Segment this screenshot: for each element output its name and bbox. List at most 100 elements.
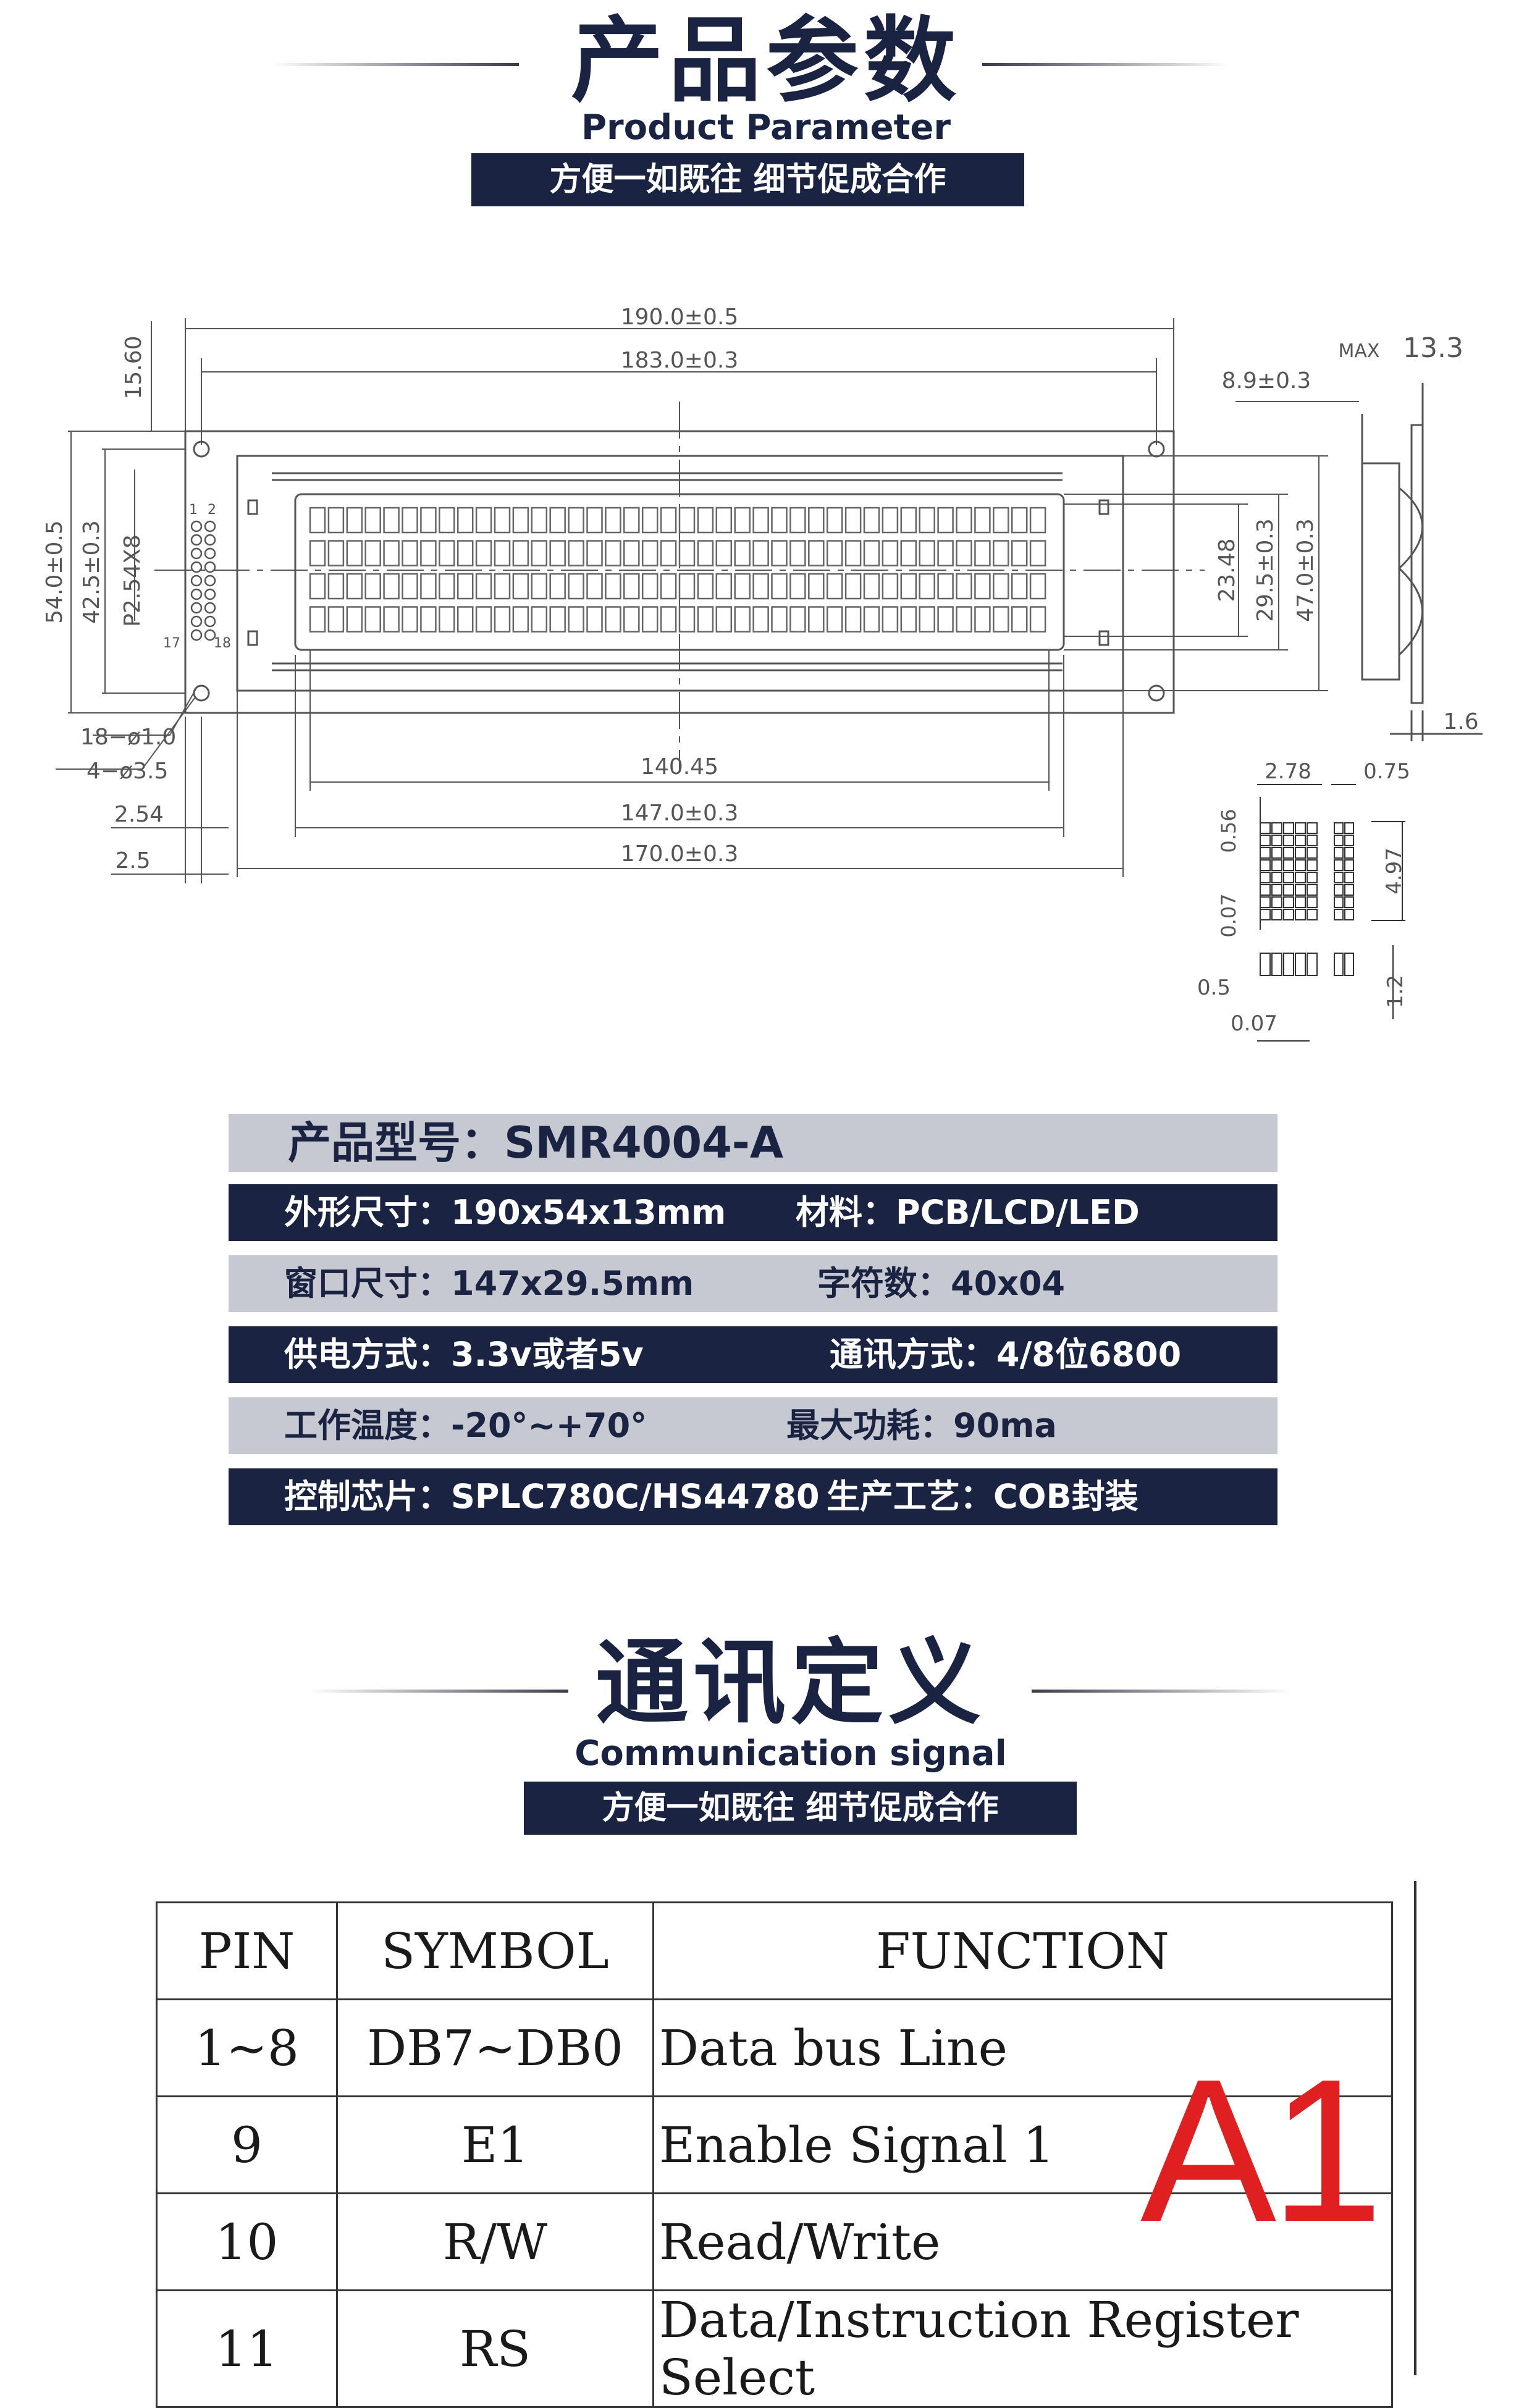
dim-active-height: 23.48: [1214, 538, 1240, 602]
table-header-row: PIN SYMBOL FUNCTION: [156, 1901, 1393, 2000]
character-cell: [420, 507, 437, 534]
dim-char-height: 4.97: [1382, 848, 1407, 895]
character-cell: [882, 507, 899, 534]
dim-max-thickness: 13.3: [1403, 332, 1463, 364]
dot: [1260, 872, 1271, 883]
dot: [1334, 909, 1344, 920]
character-cell: [346, 573, 363, 600]
character-cell: [808, 540, 825, 566]
character-cell: [457, 606, 474, 633]
dot: [1295, 835, 1306, 846]
character-cell: [789, 540, 806, 566]
cursor-dot: [1295, 953, 1306, 976]
pin-hole: [204, 575, 216, 587]
dot: [1283, 822, 1294, 834]
function-cell: Data bus Line: [652, 1998, 1393, 2097]
spec-row-2: 窗口尺寸：147x29.5mm 字符数：40x04: [229, 1255, 1277, 1312]
character-cell: [697, 540, 714, 566]
character-cell: [882, 606, 899, 633]
pin-cell: 1~8: [156, 1998, 338, 2097]
pin-header: [190, 520, 216, 641]
section2-slogan: 方便一如既往 细节促成合作: [524, 1782, 1077, 1835]
character-cell: [402, 606, 418, 633]
pin-definition-table: PIN SYMBOL FUNCTION 1~8 DB7~DB0 Data bus…: [156, 1901, 1393, 2408]
character-cell: [457, 573, 474, 600]
dim-outer-height: 54.0±0.5: [42, 520, 67, 624]
character-cell: [549, 573, 566, 600]
dot: [1271, 859, 1282, 871]
character-cell: [863, 573, 880, 600]
dot: [1295, 847, 1306, 859]
pin-hole: [204, 561, 216, 573]
spec-row-5-left: 控制芯片：SPLC780C/HS44780: [284, 1477, 820, 1516]
character-cell: [882, 540, 899, 566]
character-cell: [364, 573, 381, 600]
character-cell: [844, 540, 862, 566]
character-cell: [993, 540, 1009, 566]
character-cell: [364, 507, 381, 534]
dot: [1334, 835, 1344, 846]
spec-row-4-right: 最大功耗：90ma: [786, 1406, 1057, 1445]
character-cell: [826, 507, 843, 534]
dim-hole-offset: 15.60: [121, 335, 146, 399]
character-cell: [623, 573, 640, 600]
dot: [1295, 896, 1306, 908]
character-detail: [1257, 784, 1405, 1042]
dot: [1260, 822, 1271, 834]
character-cell: [475, 540, 492, 566]
character-cell: [568, 573, 584, 600]
dot: [1344, 872, 1354, 883]
character-cell: [641, 573, 659, 600]
character-cell: [752, 573, 769, 600]
dim-max-label: MAX: [1339, 340, 1380, 362]
character-cell: [383, 540, 400, 566]
pin-hole: [190, 575, 203, 587]
character-cell: [734, 606, 751, 633]
bezel-outline: [236, 455, 1124, 692]
character-cell: [808, 606, 825, 633]
character-cell: [789, 573, 806, 600]
character-cell: [623, 606, 640, 633]
table-row: 9 E1 Enable Signal 1: [156, 2095, 1393, 2194]
character-cell: [678, 540, 696, 566]
character-cell: [402, 573, 418, 600]
character-cell: [364, 606, 381, 633]
character-cell: [974, 507, 991, 534]
dot: [1344, 835, 1354, 846]
character-cell: [715, 606, 733, 633]
character-cell: [402, 507, 418, 534]
dim-side-depth: 8.9±0.3: [1222, 368, 1311, 394]
character-cell: [678, 573, 696, 600]
pin-hole: [190, 534, 203, 546]
character-cell: [512, 507, 529, 534]
character-cell: [900, 540, 917, 566]
pin-label-17: 17: [163, 636, 180, 651]
dot: [1295, 884, 1306, 896]
character-cell: [457, 507, 474, 534]
section-title-en: Product Parameter: [581, 107, 951, 148]
character-cell: [1011, 540, 1028, 566]
dim-char-width: 2.78: [1265, 759, 1311, 784]
table-row: 1~8 DB7~DB0 Data bus Line: [156, 1998, 1393, 2097]
dim-dot-gap: 0.07: [1217, 893, 1240, 937]
dot: [1295, 909, 1306, 920]
dot: [1271, 872, 1282, 883]
character-cell: [919, 573, 935, 600]
character-cell: [771, 540, 788, 566]
dot: [1344, 822, 1354, 834]
pin-cell: 11: [156, 2289, 338, 2408]
function-cell: Data/Instruction Register Select: [652, 2289, 1393, 2408]
dim-mount-holes: 4−ø3.5: [86, 759, 168, 784]
character-cell: [789, 606, 806, 633]
dot: [1283, 909, 1294, 920]
character-cell: [605, 540, 621, 566]
character-cell: [327, 507, 345, 534]
character-cell: [420, 606, 437, 633]
function-cell: Enable Signal 1: [652, 2095, 1393, 2194]
header-right-rule: [982, 63, 1229, 66]
character-cell: [678, 507, 696, 534]
header-pin: PIN: [156, 1901, 338, 2000]
spec-row-5: 控制芯片：SPLC780C/HS44780 生产工艺：COB封装: [229, 1468, 1277, 1525]
character-cell: [993, 507, 1009, 534]
character-cell: [641, 540, 659, 566]
